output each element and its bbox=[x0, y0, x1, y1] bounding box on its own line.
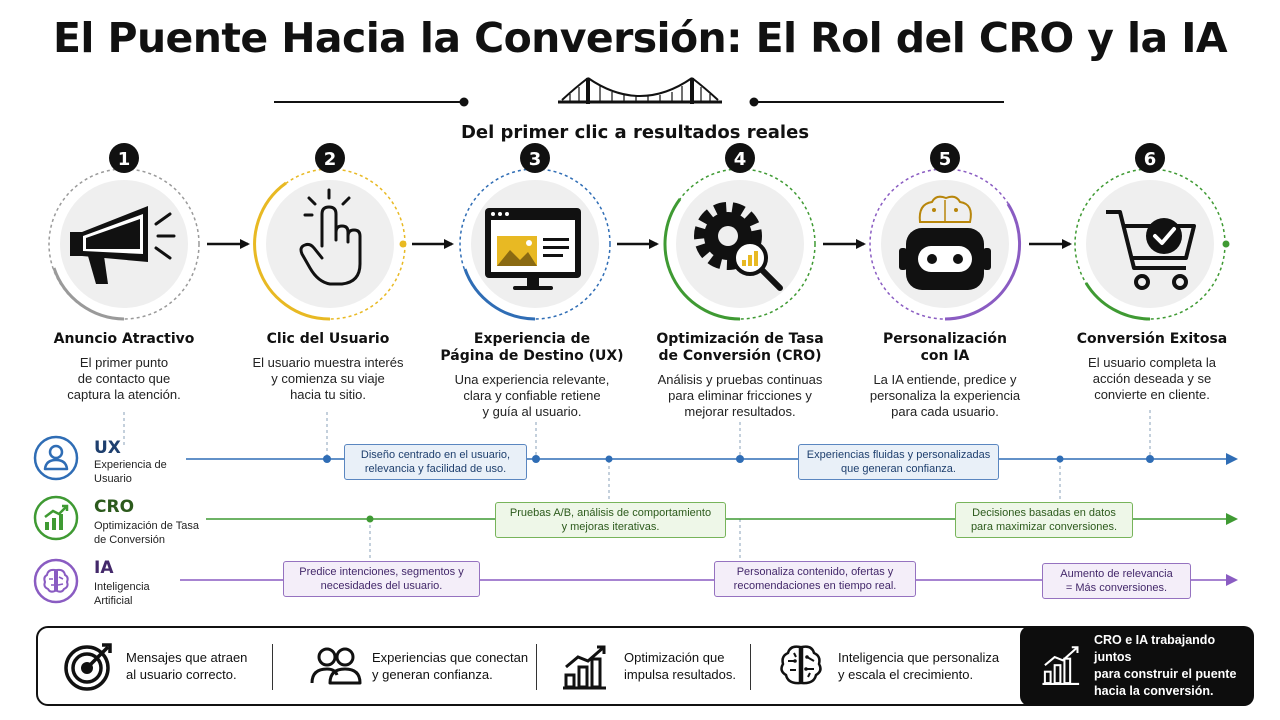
benefit-optimization-text: Optimización que impulsa resultados. bbox=[624, 650, 736, 682]
monitor-icon bbox=[485, 208, 581, 290]
benefit-targeting: Mensajes que atraen al usuario correcto. bbox=[62, 628, 247, 704]
step-2-description: El usuario muestra interés y comienza su… bbox=[252, 355, 404, 402]
brain-icon bbox=[33, 558, 79, 604]
step-1-title: Anuncio Atractivo bbox=[53, 331, 195, 347]
brain-icon bbox=[780, 645, 822, 685]
step-number: 5 bbox=[939, 149, 952, 170]
benefit-intelligence: Inteligencia que personaliza y escala el… bbox=[774, 628, 999, 704]
bridge-icon bbox=[558, 77, 722, 104]
step-4-node: 4 bbox=[663, 143, 816, 321]
step-1-node: 1 bbox=[48, 143, 200, 321]
lane-ux-description: Experiencia de Usuario bbox=[94, 459, 167, 485]
separator bbox=[536, 644, 537, 690]
step-3-title: Experiencia de Página de Destino (UX) bbox=[440, 331, 624, 364]
step-6-title: Conversión Exitosa bbox=[1076, 331, 1228, 347]
step-number: 2 bbox=[324, 149, 337, 170]
separator bbox=[272, 644, 273, 690]
robot-icon bbox=[899, 195, 991, 290]
step-3-node: 3 bbox=[459, 143, 611, 321]
cro-note-1: Pruebas A/B, análisis de comportamiento … bbox=[495, 502, 726, 538]
users-icon bbox=[310, 647, 362, 685]
lane-ia-name: IA bbox=[94, 558, 114, 578]
ux-note-2: Experiencias fluidas y personalizadas qu… bbox=[798, 444, 999, 480]
subtitle: Del primer clic a resultados reales bbox=[460, 122, 810, 143]
bridge-divider bbox=[274, 77, 1004, 107]
benefit-targeting-text: Mensajes que atraen al usuario correcto. bbox=[126, 650, 248, 682]
ia-note-3: Aumento de relevancia = Más conversiones… bbox=[1042, 563, 1191, 599]
growth-chart-icon bbox=[33, 495, 79, 541]
gear-magnifier-icon bbox=[694, 202, 783, 291]
megaphone-icon bbox=[70, 206, 176, 284]
step-2-node: 2 bbox=[253, 143, 407, 321]
benefit-trust: Experiencias que conectan y generan conf… bbox=[308, 628, 528, 704]
ux-note-1: Diseño centrado en el usuario, relevanci… bbox=[344, 444, 527, 480]
step-5-node: 5 bbox=[869, 143, 1022, 321]
benefits-bar: Mensajes que atraen al usuario correcto.… bbox=[36, 626, 1254, 706]
benefit-optimization: Optimización que impulsa resultados. bbox=[560, 628, 736, 704]
step-number: 1 bbox=[118, 149, 131, 170]
bar-chart-icon bbox=[563, 645, 606, 690]
highlight-text: CRO e IA trabajando juntos para construi… bbox=[1094, 633, 1237, 698]
step-number: 6 bbox=[1144, 149, 1157, 170]
ia-note-1: Predice intenciones, segmentos y necesid… bbox=[283, 561, 480, 597]
connector-lines bbox=[123, 410, 1151, 562]
step-1-description: El primer punto de contacto que captura … bbox=[67, 355, 181, 402]
target-icon bbox=[64, 643, 112, 691]
step-5-title: Personalización con IA bbox=[883, 331, 1007, 364]
step-4-title: Optimización de Tasa de Conversión (CRO) bbox=[656, 331, 824, 364]
step-4-description: Análisis y pruebas continuas para elimin… bbox=[657, 372, 823, 419]
lane-cro-description: Optimización de Tasa de Conversión bbox=[94, 520, 199, 546]
step-6-node: 6 bbox=[1074, 143, 1230, 321]
highlight-box: CRO e IA trabajando juntos para construi… bbox=[1020, 626, 1254, 706]
growth-chart-icon bbox=[1042, 646, 1080, 685]
separator bbox=[750, 644, 751, 690]
step-3-description: Una experiencia relevante, clara y confi… bbox=[454, 372, 610, 419]
step-2-title: Clic del Usuario bbox=[266, 331, 390, 347]
step-6-description: El usuario completa la acción deseada y … bbox=[1088, 355, 1216, 402]
benefit-intelligence-text: Inteligencia que personaliza y escala el… bbox=[838, 650, 1000, 682]
step-number: 3 bbox=[529, 149, 542, 170]
pointer-hand-icon bbox=[299, 188, 362, 286]
benefit-trust-text: Experiencias que conectan y generan conf… bbox=[372, 650, 529, 682]
lane-ux-name: UX bbox=[94, 438, 121, 458]
cro-note-2: Decisiones basadas en datos para maximiz… bbox=[955, 502, 1133, 538]
step-number: 4 bbox=[734, 149, 747, 170]
ia-note-2: Personaliza contenido, ofertas y recomen… bbox=[714, 561, 916, 597]
lane-ia-description: Inteligencia Artificial bbox=[94, 581, 150, 607]
step-5-description: La IA entiende, predice y personaliza la… bbox=[869, 372, 1021, 419]
page-title: El Puente Hacia la Conversión: El Rol de… bbox=[52, 14, 1228, 62]
cart-check-icon bbox=[1106, 210, 1196, 290]
user-icon bbox=[33, 435, 79, 481]
lane-cro-name: CRO bbox=[94, 497, 135, 517]
